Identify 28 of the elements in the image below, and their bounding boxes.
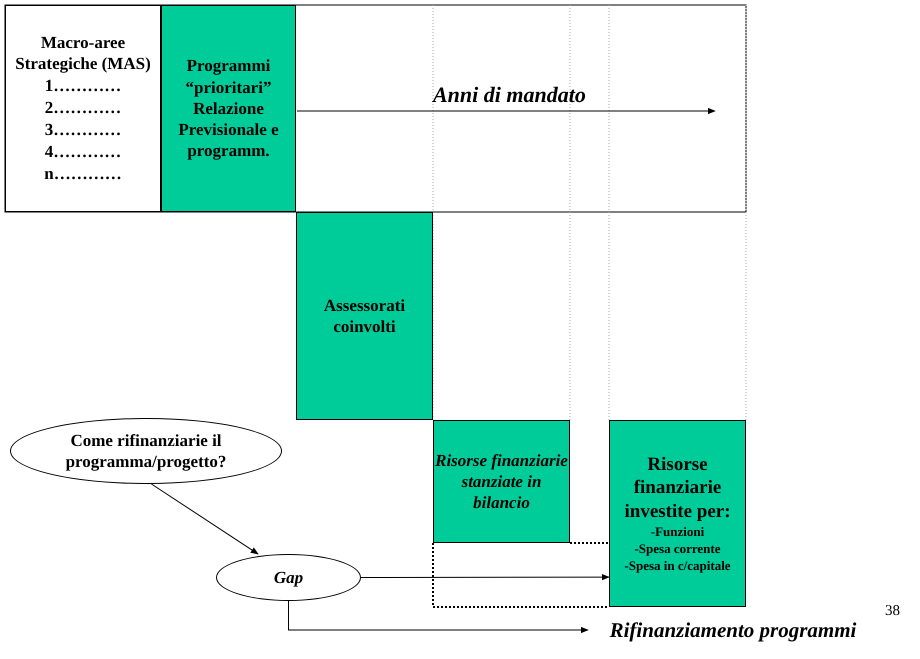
list-item: n…………	[44, 162, 122, 185]
node-title: Rifinanziamento programmi	[610, 616, 856, 644]
process-box	[609, 420, 746, 607]
list-item: -Spesa in c/capitale	[624, 558, 731, 574]
timeline-label: Anni di mandato	[433, 82, 586, 108]
list-item: -Spesa corrente	[634, 540, 721, 558]
dotted-line	[570, 542, 609, 544]
dotted-line	[432, 543, 609, 608]
list-item: 3…………	[44, 118, 122, 141]
node-title: Macro-aree Strategiche (MAS)	[14, 32, 152, 75]
list-box	[5, 5, 161, 212]
list-item: -Funzioni	[650, 524, 704, 541]
page-number: 38	[885, 603, 900, 620]
list-item: 1…………	[44, 74, 122, 97]
node-title: Risorse finanziarie investite per:	[623, 452, 732, 524]
arrow	[288, 600, 589, 634]
list-item: 2…………	[44, 96, 122, 119]
node-title: Risorse finanziarie stanziate in bilancio	[434, 450, 569, 514]
node-title: Programmi “prioritari” Relazione Previsionale e programm.	[177, 55, 280, 162]
node-title: Assessorati coinvolti	[322, 294, 406, 338]
node-title: Gap	[274, 566, 304, 588]
node-title: Come rifinanziarie il programma/progetto?	[64, 430, 228, 472]
process-box	[433, 420, 570, 543]
process-box	[296, 212, 433, 420]
arrow	[360, 574, 610, 580]
list-item: 4…………	[44, 140, 122, 163]
arrow	[150, 484, 259, 554]
process-box	[161, 5, 296, 212]
